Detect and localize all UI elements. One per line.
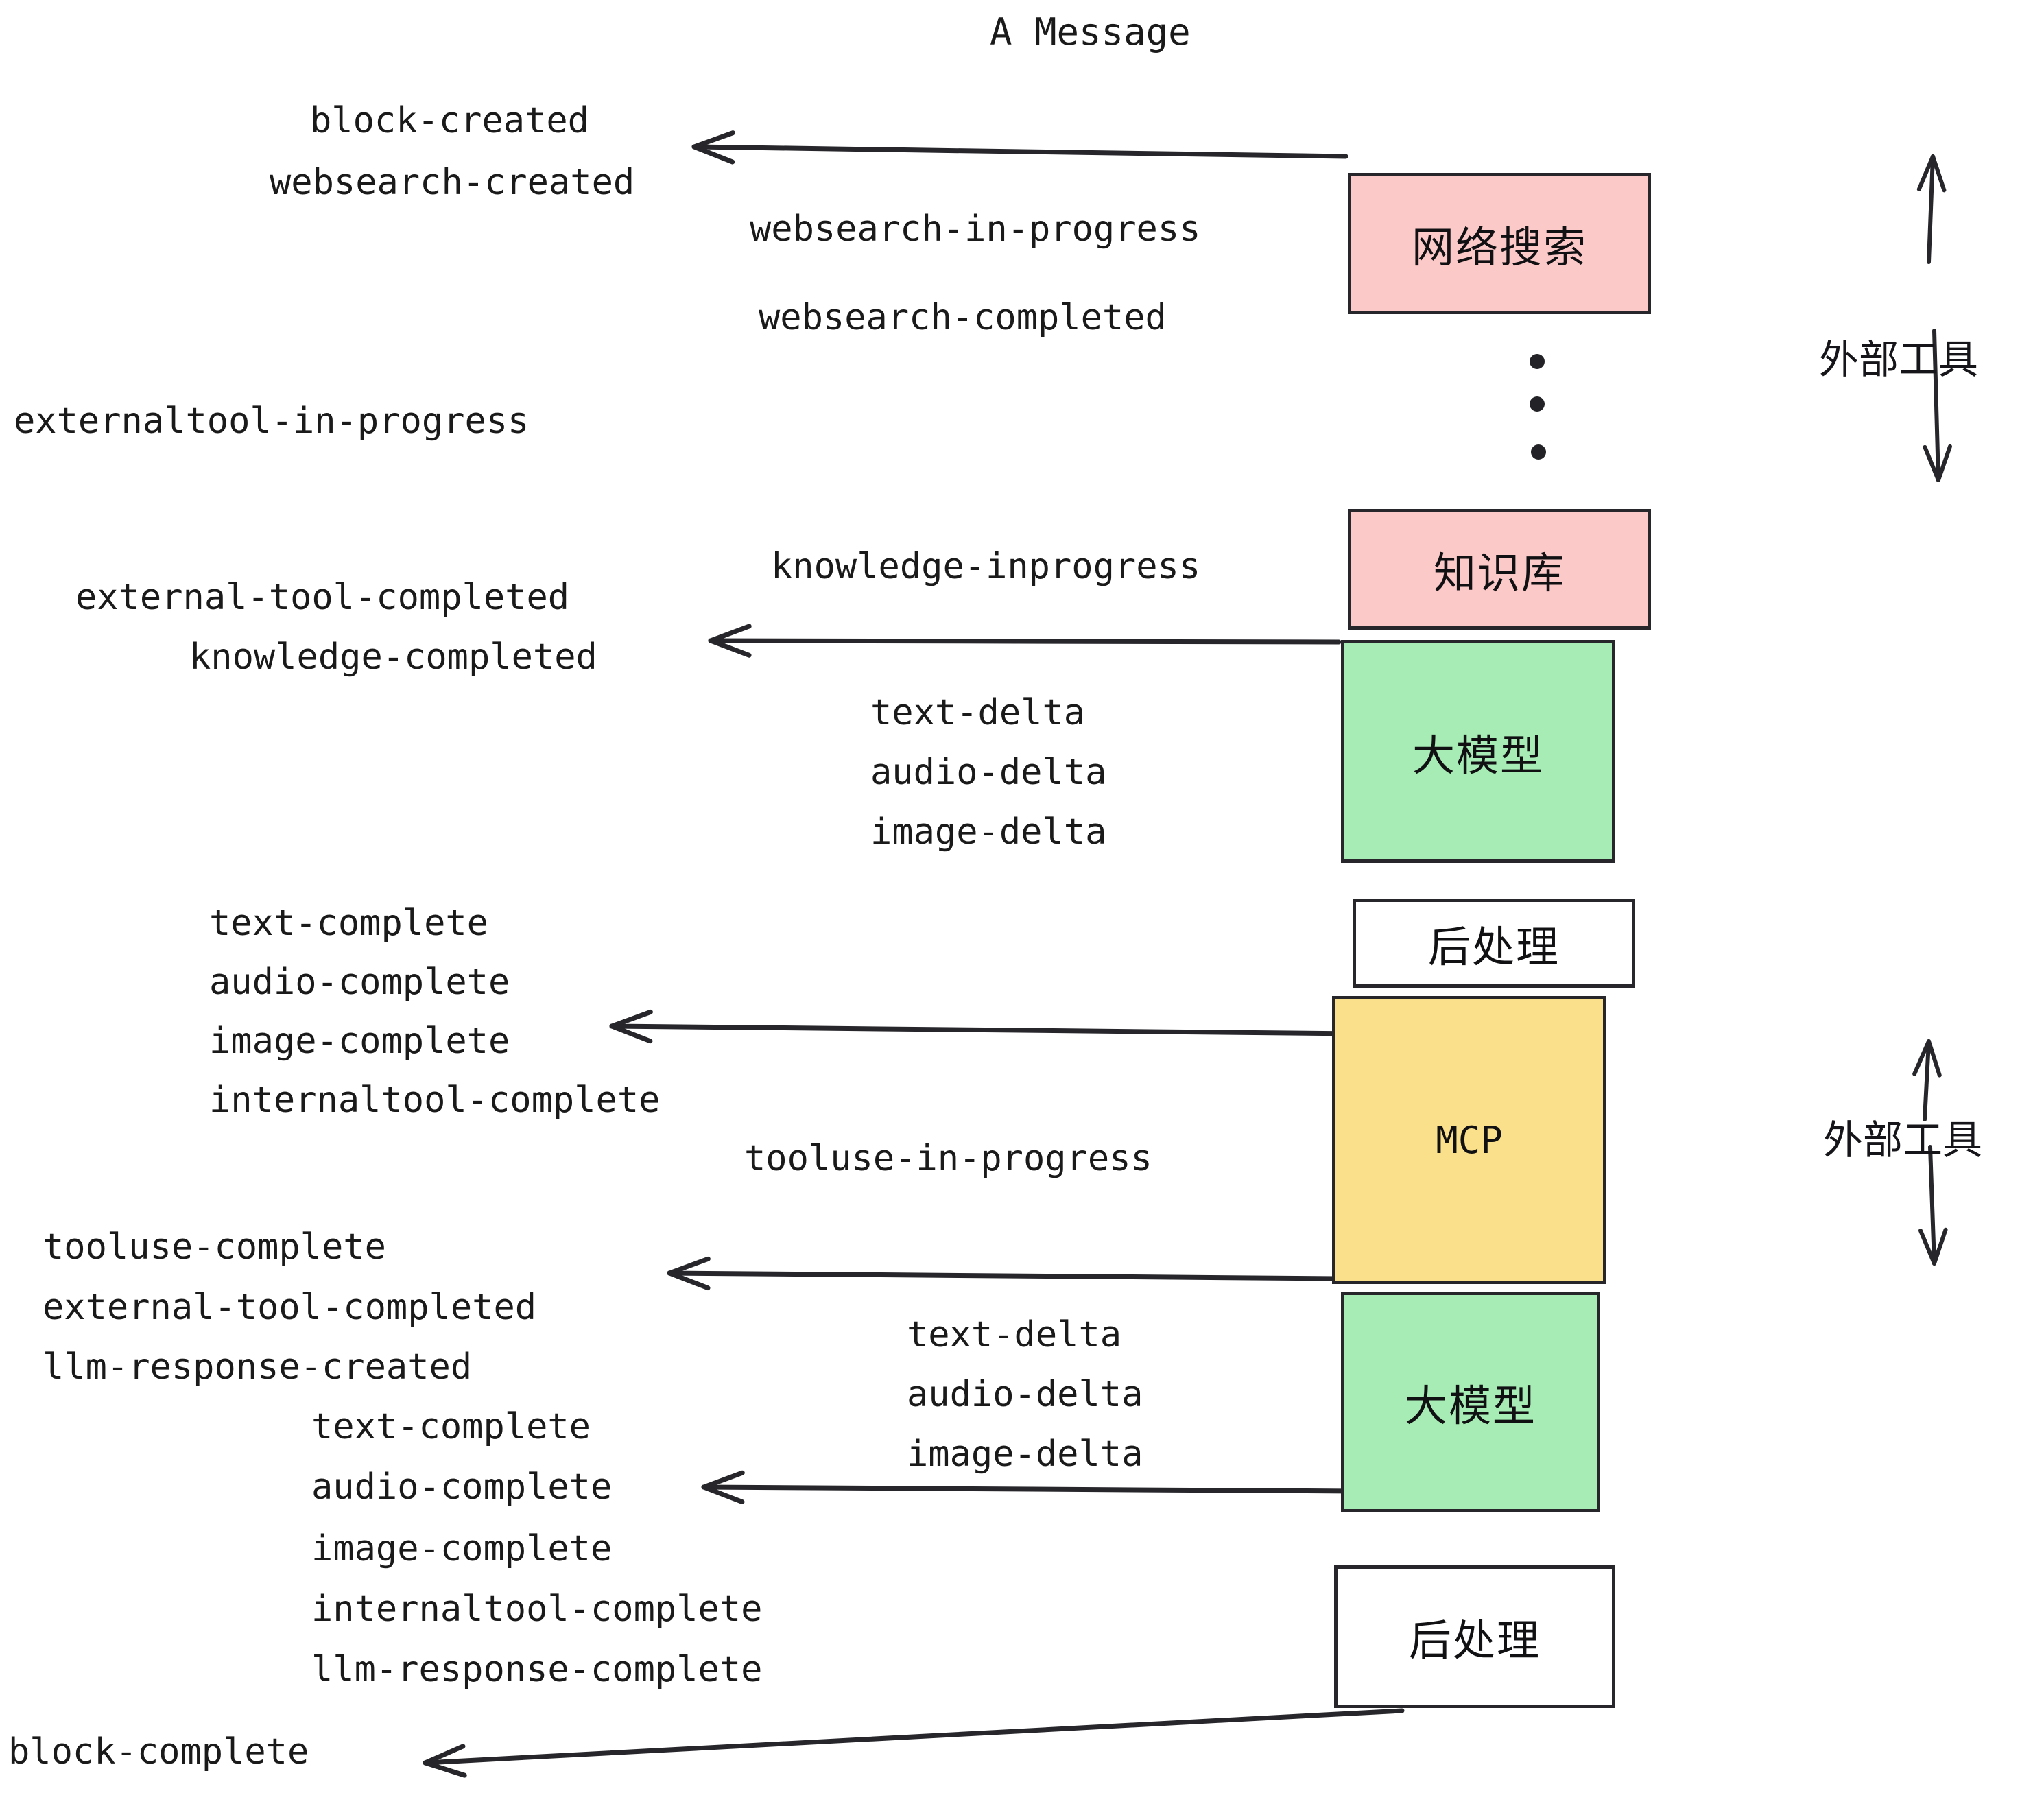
event-label-image-delta-1: image-delta: [870, 811, 1107, 853]
event-label-llm-response-complete: llm-response-complete: [311, 1649, 763, 1690]
event-label-block-complete: block-complete: [8, 1731, 309, 1772]
event-label-text-delta-2: text-delta: [907, 1314, 1122, 1355]
event-label-externaltool-in-progress: externaltool-in-progress: [14, 401, 530, 442]
event-label-websearch-created: websearch-created: [270, 162, 635, 203]
event-label-audio-delta-2: audio-delta: [907, 1374, 1143, 1415]
side-label-external-tools-bottom: 外部工具: [1823, 1117, 1983, 1163]
box-knowledge: 知识库: [1348, 509, 1651, 630]
ellipsis-dot-2: [1530, 396, 1545, 412]
event-label-text-delta-1: text-delta: [870, 692, 1086, 733]
event-label-audio-complete-2: audio-complete: [311, 1467, 613, 1508]
box-label-knowledge: 知识库: [1433, 548, 1565, 598]
event-label-external-tool-completed-2: external-tool-completed: [43, 1287, 537, 1328]
event-label-audio-delta-1: audio-delta: [870, 752, 1107, 793]
range-arrows: [1912, 154, 1952, 1266]
external-tools-down-arrow-2: [1918, 1145, 1948, 1266]
event-label-llm-response-created: llm-response-created: [43, 1346, 473, 1388]
box-llm-1: 大模型: [1341, 640, 1615, 863]
event-label-knowledge-inprogress: knowledge-inprogress: [771, 546, 1201, 587]
ellipsis-dot-1: [1530, 354, 1545, 369]
event-label-internaltool-complete-2: internaltool-complete: [311, 1589, 763, 1630]
event-label-audio-complete-1: audio-complete: [209, 962, 510, 1003]
box-label-llm-1: 大模型: [1412, 730, 1544, 781]
side-label-external-tools-top: 外部工具: [1819, 336, 1979, 383]
event-label-image-complete-2: image-complete: [311, 1528, 613, 1569]
box-label-mcp: MCP: [1436, 1118, 1503, 1162]
arrow-audio-complete: [701, 1470, 1358, 1504]
box-llm-2: 大模型: [1341, 1292, 1600, 1512]
arrow-block-created: [691, 130, 1348, 165]
event-label-text-complete-2: text-complete: [311, 1406, 591, 1447]
event-label-image-delta-2: image-delta: [907, 1434, 1143, 1475]
box-postprocess-1: 后处理: [1353, 899, 1635, 988]
box-mcp: MCP: [1332, 996, 1606, 1284]
box-label-postprocess-1: 后处理: [1427, 922, 1560, 972]
arrow-block-complete: [423, 1708, 1405, 1778]
event-label-external-tool-completed-1: external-tool-completed: [75, 577, 570, 618]
external-tools-up-arrow: [1916, 154, 1947, 264]
event-label-text-complete-1: text-complete: [209, 903, 488, 944]
event-label-tooluse-complete: tooluse-complete: [43, 1226, 386, 1268]
external-tools-up-arrow-2: [1912, 1039, 1942, 1121]
event-label-internaltool-complete-1: internaltool-complete: [209, 1080, 661, 1121]
arrow-knowledge-completed: [708, 624, 1342, 658]
event-label-image-complete-1: image-complete: [209, 1021, 510, 1062]
arrow-tooluse-complete: [667, 1256, 1342, 1291]
arrow-image-complete: [609, 1009, 1358, 1044]
box-websearch: 网络搜索: [1348, 173, 1651, 314]
box-postprocess-2: 后处理: [1334, 1565, 1615, 1708]
box-label-llm-2: 大模型: [1404, 1381, 1536, 1431]
box-label-websearch: 网络搜索: [1411, 222, 1587, 272]
box-label-postprocess-2: 后处理: [1408, 1615, 1541, 1665]
event-label-block-created: block-created: [310, 100, 589, 141]
event-label-websearch-completed: websearch-completed: [759, 297, 1167, 338]
event-label-knowledge-completed: knowledge-completed: [189, 637, 597, 678]
page-title: A Message: [990, 10, 1191, 54]
event-label-websearch-in-progress: websearch-in-progress: [750, 209, 1201, 250]
event-label-tooluse-in-progress: tooluse-in-progress: [744, 1138, 1152, 1179]
ellipsis-dot-3: [1531, 444, 1546, 460]
